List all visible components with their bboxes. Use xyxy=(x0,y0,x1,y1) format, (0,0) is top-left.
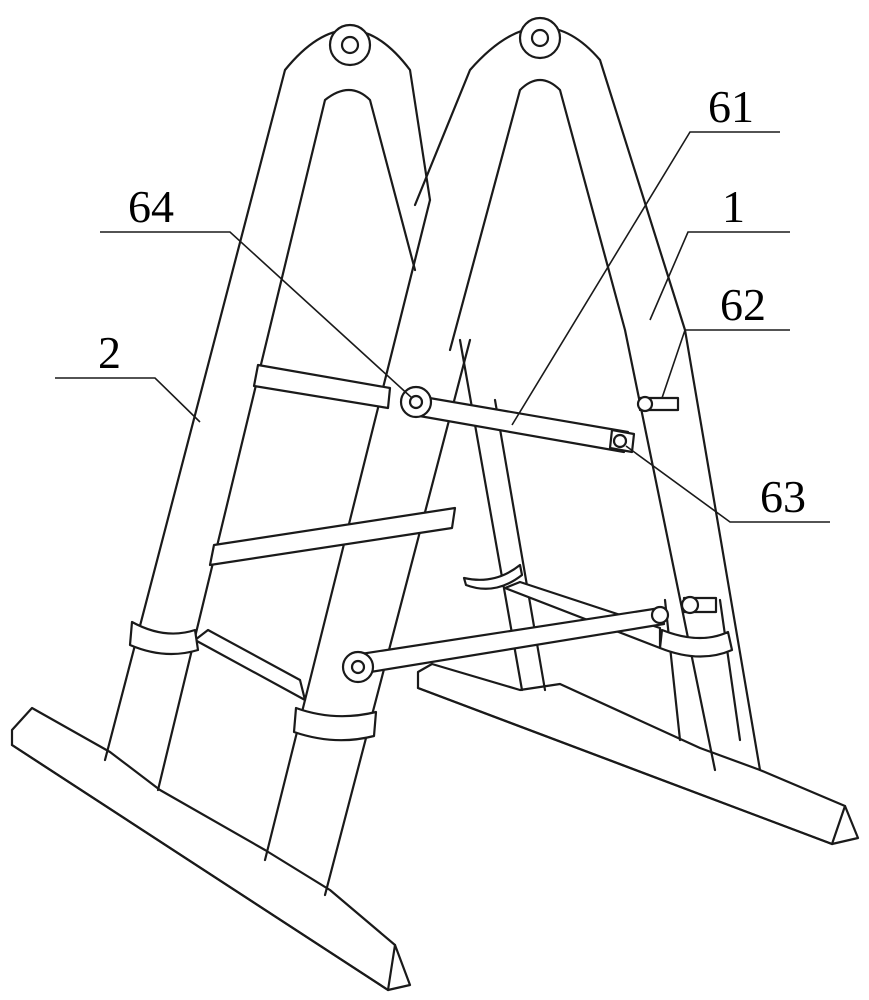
upper-link-assembly xyxy=(399,385,680,454)
label-61: 61 xyxy=(708,81,754,132)
lower-pivot-rear xyxy=(650,605,670,625)
leader-2 xyxy=(55,377,201,423)
part-labels: 64 61 1 62 63 2 xyxy=(98,81,806,522)
front-base-foot xyxy=(10,706,412,992)
leader-64 xyxy=(100,231,413,399)
leader-63 xyxy=(625,445,830,523)
label-64: 64 xyxy=(128,181,174,232)
band-rear-right xyxy=(658,628,734,658)
front-lower-step xyxy=(193,628,307,702)
label-62: 62 xyxy=(720,279,766,330)
leader-lines xyxy=(55,131,830,523)
front-ladder-frame xyxy=(103,23,472,897)
lower-link-assembly xyxy=(341,595,718,684)
band-front-right xyxy=(292,706,378,742)
leader-1 xyxy=(649,231,790,321)
band-rear-left xyxy=(462,563,524,590)
band-front-left xyxy=(128,620,200,656)
rear-base-foot xyxy=(416,662,860,846)
upper-link-rod xyxy=(406,393,630,454)
label-2: 2 xyxy=(98,327,121,378)
clamp-bands xyxy=(128,563,734,742)
upper-rung xyxy=(252,363,392,410)
label-63: 63 xyxy=(760,471,806,522)
label-1: 1 xyxy=(722,181,745,232)
leader-61 xyxy=(511,131,780,426)
middle-rung xyxy=(208,506,457,567)
leader-62 xyxy=(661,329,790,399)
rear-ladder-frame xyxy=(413,16,762,772)
